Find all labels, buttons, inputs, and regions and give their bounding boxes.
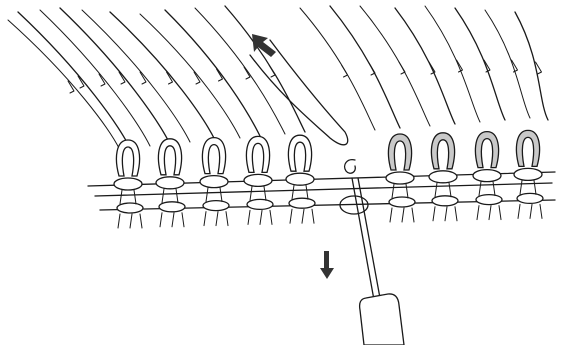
hook-handle <box>360 294 404 345</box>
